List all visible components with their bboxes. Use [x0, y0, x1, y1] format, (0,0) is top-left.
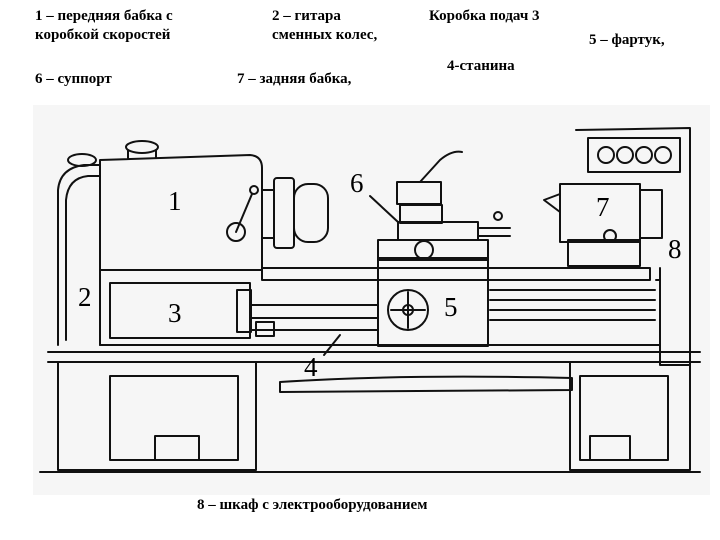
tool-post-lever — [419, 150, 463, 183]
control-button-4 — [654, 146, 672, 164]
part-number-1: 1 — [168, 186, 182, 216]
control-button-2 — [616, 146, 634, 164]
left-cabinet — [57, 361, 257, 471]
caption-carriage: 6 – суппорт — [35, 71, 112, 87]
tailstock-wheel — [603, 229, 617, 243]
tailstock-handle — [639, 189, 663, 239]
caption-gear-train: 2 – гитара сменных колес, — [272, 7, 377, 45]
speed-lever-knob — [249, 185, 259, 195]
apron-handwheel-spokes — [390, 291, 426, 329]
caption-headstock: 1 – передняя бабка с коробкой скоростей — [35, 7, 173, 45]
left-cabinet-foot — [154, 435, 200, 461]
tailstock-quill — [543, 193, 561, 213]
caption-electrical-cabinet: 8 – шкаф с электрооборудованием — [197, 497, 428, 513]
leader-bed — [323, 334, 341, 356]
apron-handwheel — [387, 289, 429, 331]
bed-lead-screw — [489, 289, 656, 321]
headstock-cap-stem — [127, 149, 157, 159]
speed-lever — [235, 193, 253, 233]
part-number-6: 6 — [350, 168, 364, 198]
feed-box-shafts — [250, 304, 379, 331]
caption-headstock-line1: 1 – передняя бабка с — [35, 8, 173, 24]
part-number-7: 7 — [596, 192, 610, 222]
chip-tray-lip — [279, 375, 573, 393]
part-number-3: 3 — [168, 298, 182, 328]
caption-feed-box: Коробка подач 3 — [429, 8, 540, 24]
part-number-8: 8 — [668, 234, 682, 264]
control-button-1 — [597, 146, 615, 164]
caption-gear-train-line2: сменных колес, — [272, 27, 378, 43]
caption-gear-train-line1: 2 – гитара — [272, 8, 341, 24]
left-pedestal-inner — [65, 175, 101, 341]
chuck-jaws — [293, 183, 329, 243]
cross-slide-screw — [477, 227, 511, 237]
caption-bed: 4-станина — [447, 58, 515, 74]
caption-tailstock: 7 – задняя бабка, — [237, 71, 352, 87]
caption-apron: 5 – фартук, — [589, 32, 665, 48]
tailstock-base — [567, 239, 641, 267]
part-number-5: 5 — [444, 292, 458, 322]
speed-lever-hub — [226, 222, 246, 242]
oil-cap-left — [67, 153, 97, 167]
control-button-3 — [635, 146, 653, 164]
caption-headstock-line2: коробкой скоростей — [35, 27, 171, 43]
cross-slide-handle — [493, 211, 503, 221]
feed-box-stub — [255, 321, 275, 337]
right-cabinet — [569, 361, 691, 471]
feed-box-cover — [236, 289, 252, 333]
right-pedestal — [575, 127, 691, 366]
right-cabinet-foot — [589, 435, 631, 461]
apron — [377, 257, 489, 347]
bed-top-rails — [261, 267, 651, 281]
leader-carriage — [369, 195, 399, 223]
part-number-4: 4 — [304, 352, 318, 382]
control-panel — [587, 137, 681, 173]
headstock-cap — [125, 140, 159, 154]
part-number-2: 2 — [78, 282, 92, 312]
